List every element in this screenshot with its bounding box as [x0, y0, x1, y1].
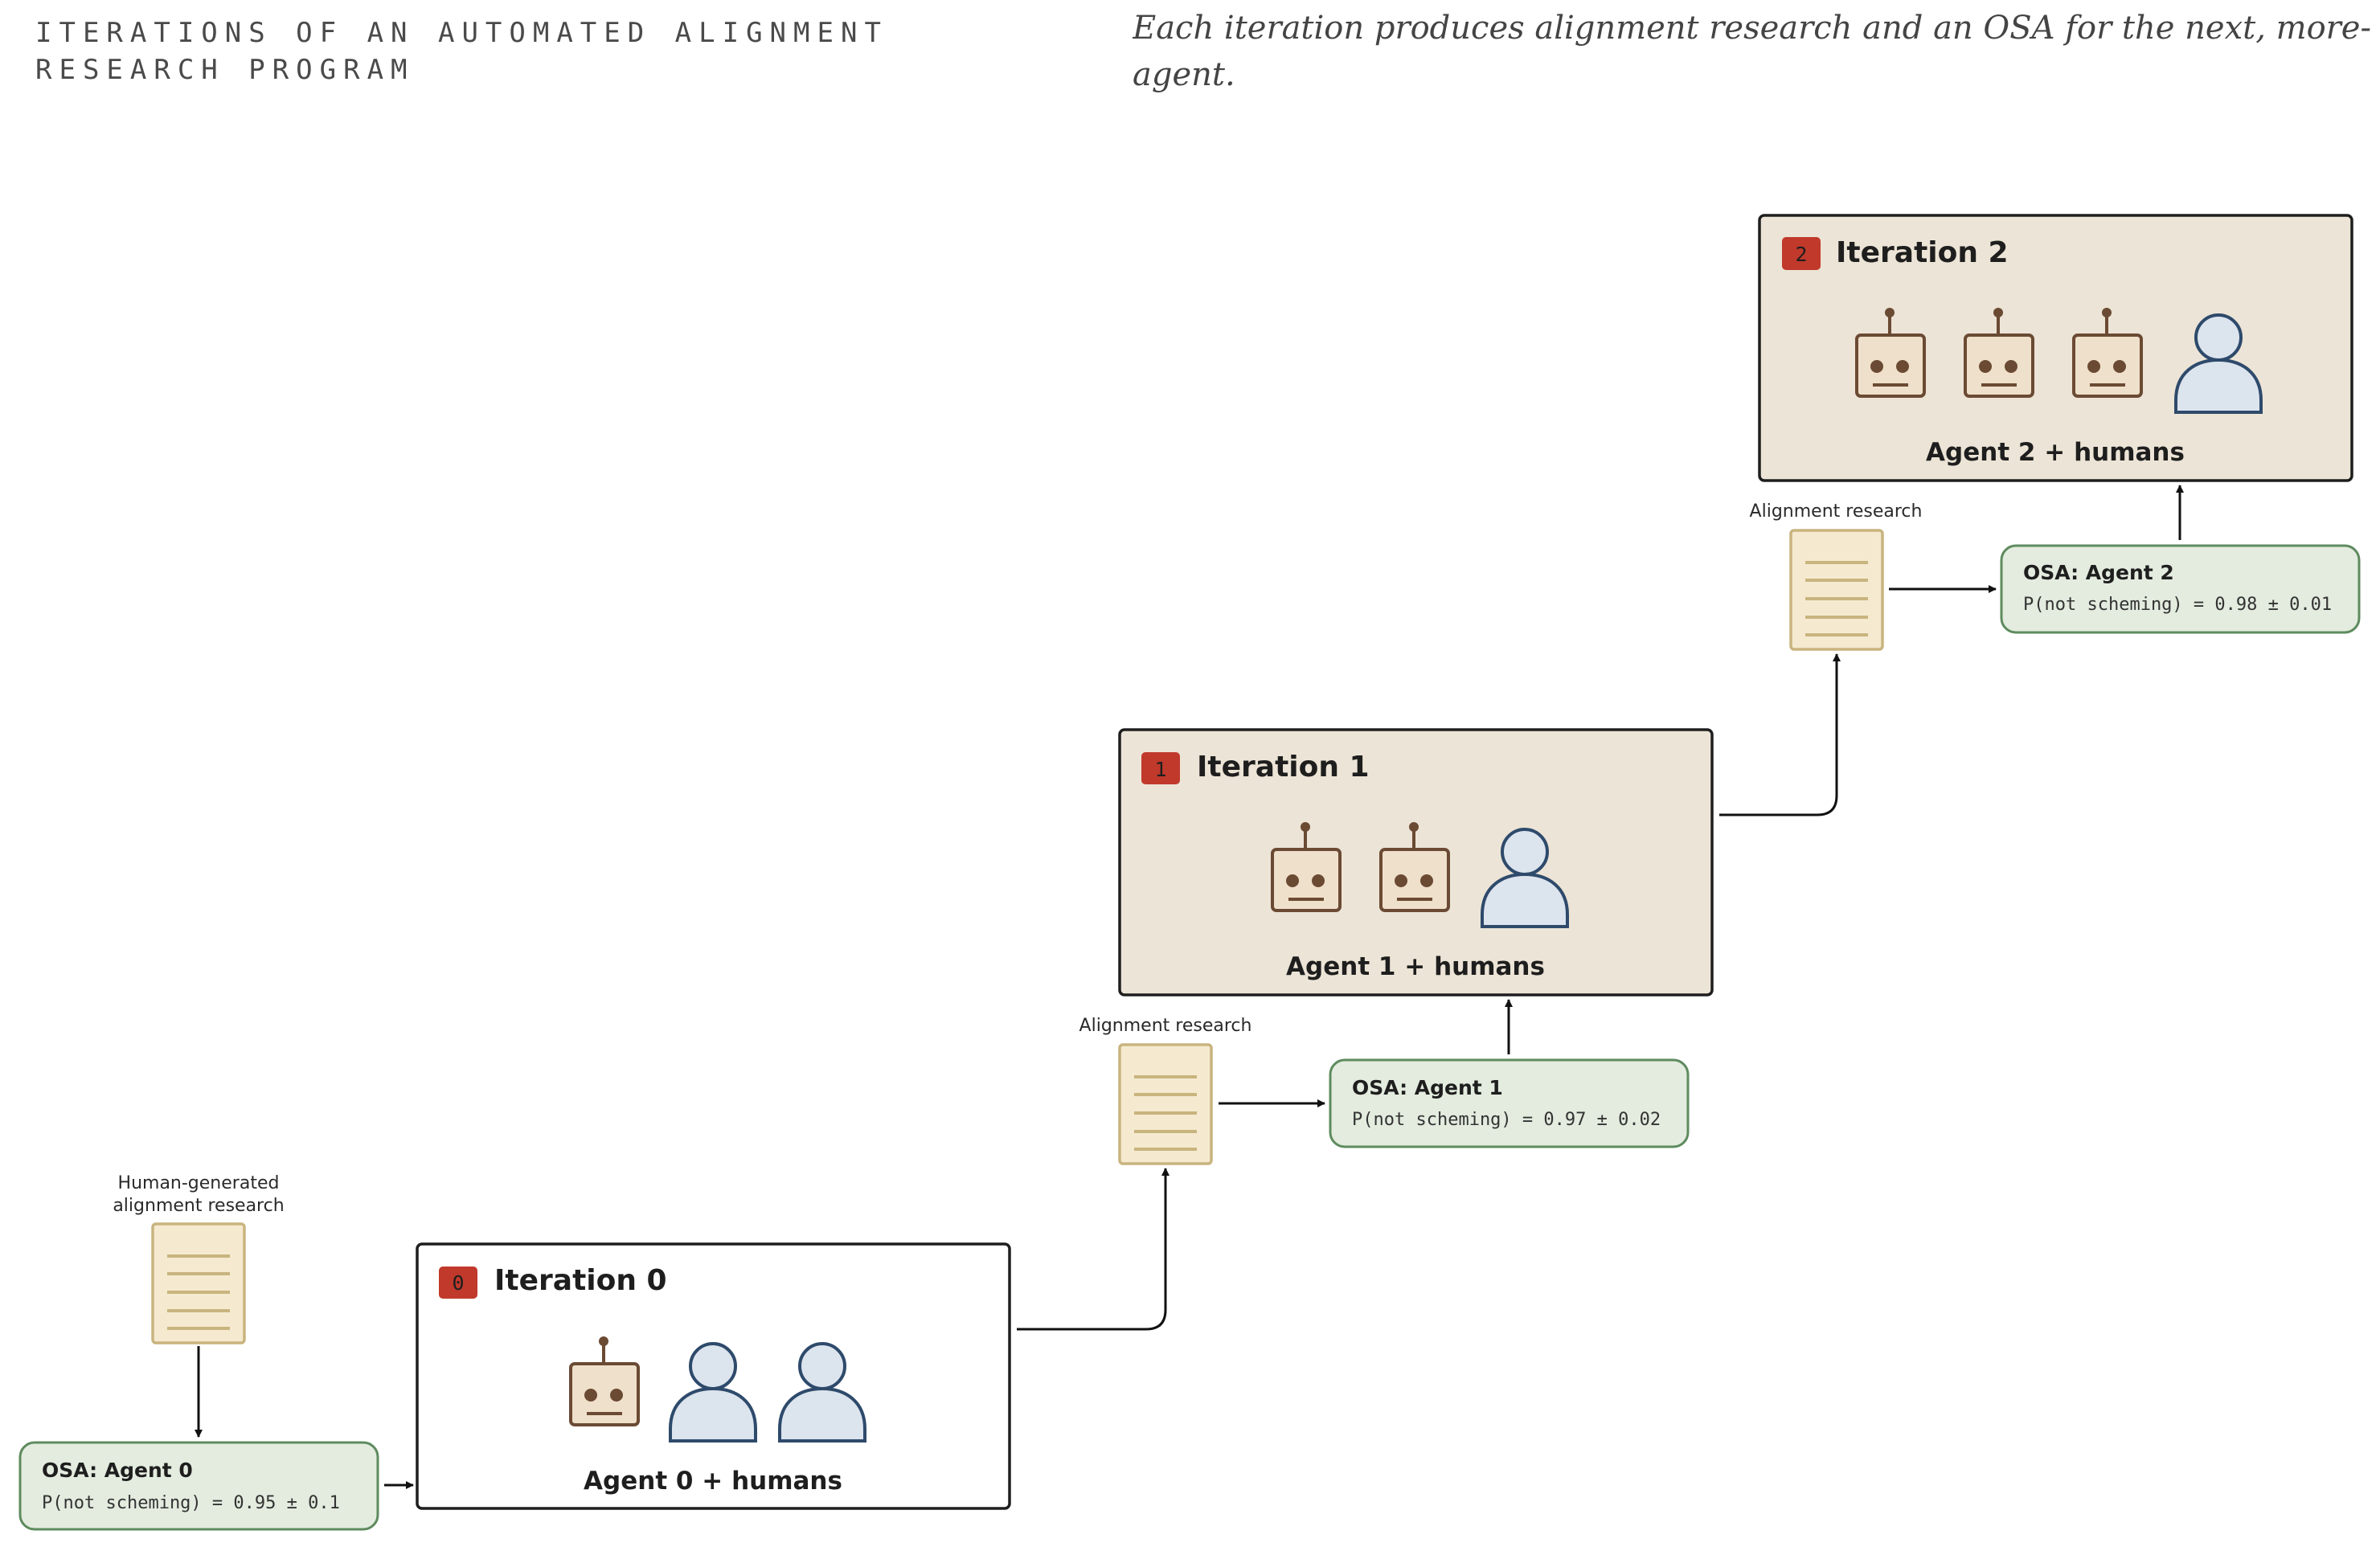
arrow-icon: [1719, 653, 1841, 816]
connector-arrows: [195, 485, 2184, 1489]
svg-text:1: 1: [1154, 758, 1166, 781]
arrow-icon: [1017, 1168, 1170, 1331]
osa-agent-2-prob: P(not scheming) = 0.98 ± 0.01: [2023, 595, 2332, 615]
iteration-0-box: 0 Iteration 0 Agent 0 + humans: [416, 1242, 1011, 1510]
osa-agent-2-box: OSA: Agent 2 P(not scheming) = 0.98 ± 0.…: [2000, 544, 2361, 634]
diagram-title: ITERATIONS OF AN AUTOMATED ALIGNMENT RES…: [35, 17, 888, 86]
iteration-2-title: Iteration 2: [1836, 236, 2009, 269]
iteration-0-badge: 0: [439, 1267, 477, 1299]
osa-agent-1-prob: P(not scheming) = 0.97 ± 0.02: [1352, 1110, 1661, 1130]
osa-agent-1-box: OSA: Agent 1 P(not scheming) = 0.97 ± 0.…: [1329, 1058, 1690, 1148]
diagram-subtitle-line-1: Each iteration produces alignment resear…: [1133, 10, 2370, 47]
svg-text:0: 0: [452, 1271, 464, 1295]
iteration-1-research-label: Alignment research: [1079, 1016, 1252, 1036]
document-icon: [1789, 529, 1884, 651]
iteration-1-badge: 1: [1141, 752, 1180, 784]
iteration-1-box: 1 Iteration 1 Agent 1 + humans: [1118, 728, 1714, 996]
iteration-2-research-label: Alignment research: [1750, 501, 1923, 522]
initial-research-label-line-1: Human-generated: [118, 1173, 280, 1193]
osa-agent-0-title: OSA: Agent 0: [42, 1459, 193, 1482]
osa-agent-0-box: OSA: Agent 0 P(not scheming) = 0.95 ± 0.…: [18, 1441, 379, 1531]
diagram-subtitle-line-2: agent.: [1133, 56, 1235, 93]
document-icon: [1118, 1043, 1213, 1165]
diagram-subtitle: Each iteration produces alignment resear…: [1133, 5, 2370, 98]
osa-agent-2-title: OSA: Agent 2: [2023, 561, 2174, 584]
iteration-1-team-label: Agent 1 + humans: [1286, 952, 1545, 981]
iteration-2-team-label: Agent 2 + humans: [1926, 438, 2185, 467]
initial-research-label-line-2: alignment research: [113, 1196, 284, 1216]
iteration-1-title: Iteration 1: [1197, 751, 1370, 784]
osa-agent-0-prob: P(not scheming) = 0.95 ± 0.1: [42, 1493, 340, 1513]
iteration-2-badge: 2: [1782, 237, 1821, 270]
osa-agent-1-title: OSA: Agent 1: [1352, 1076, 1503, 1099]
iteration-2-box: 2 Iteration 2 Agent 2 + humans: [1758, 214, 2353, 482]
iteration-0-team-label: Agent 0 + humans: [584, 1467, 842, 1496]
document-icon: [151, 1222, 246, 1344]
iteration-0-title: Iteration 0: [494, 1264, 667, 1297]
svg-text:2: 2: [1795, 243, 1807, 266]
